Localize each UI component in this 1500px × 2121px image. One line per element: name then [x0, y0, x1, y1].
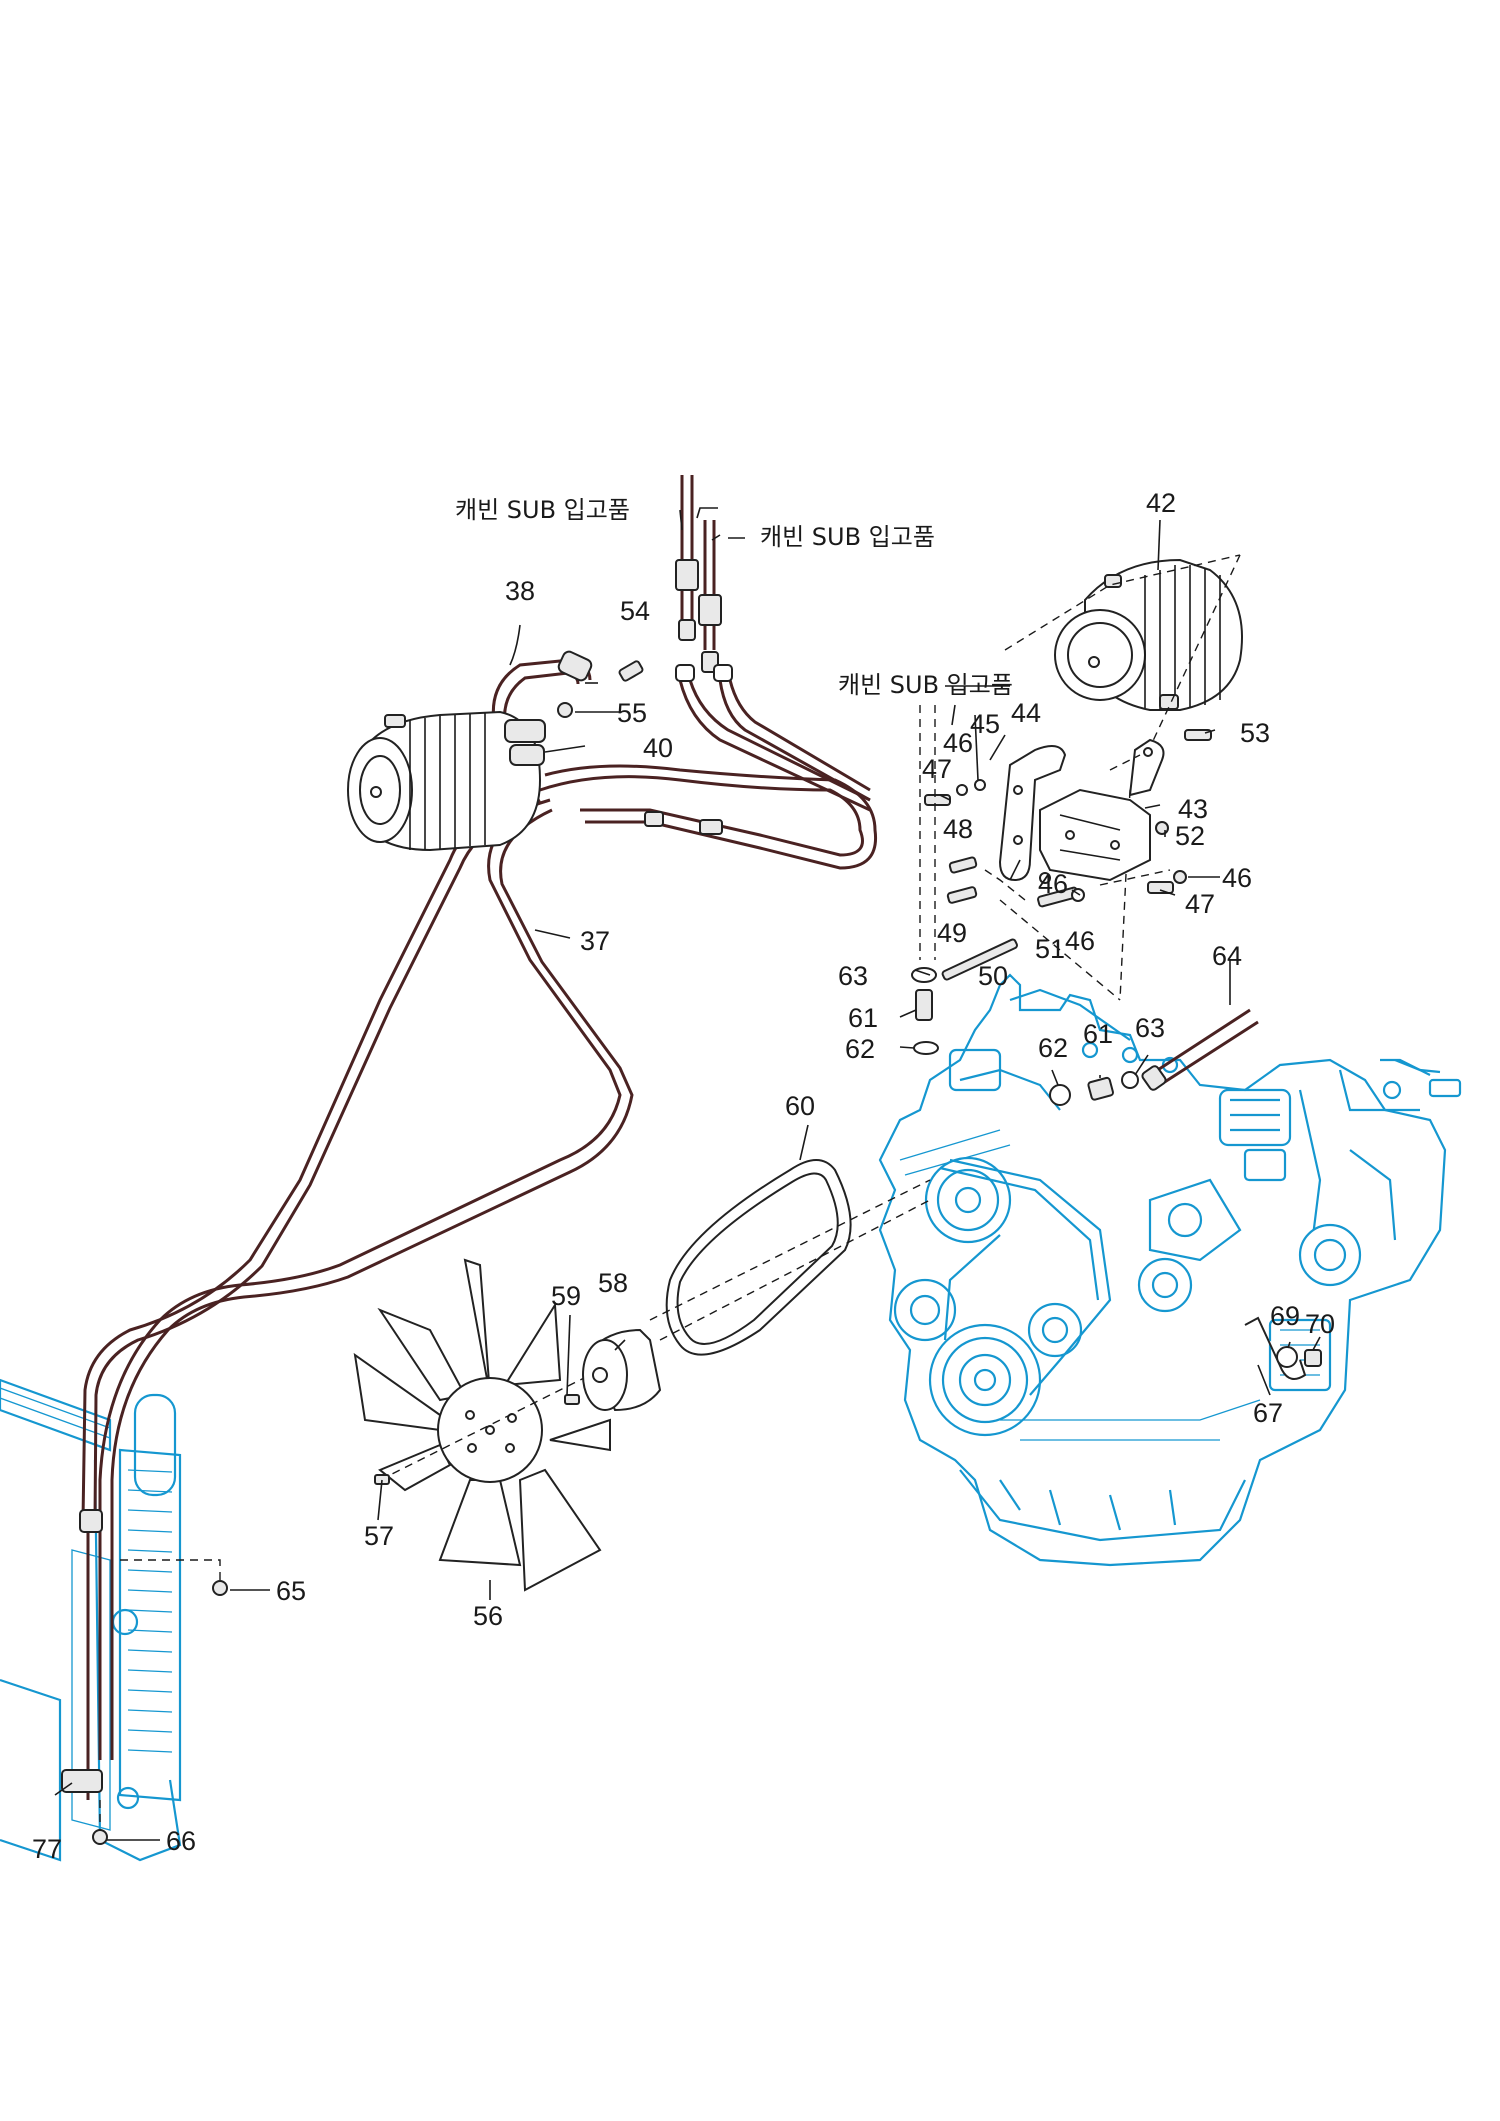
bracket-44 [998, 745, 1067, 882]
belt-60 [649, 1159, 931, 1356]
part-label-69: 69 [1270, 1301, 1300, 1331]
cabin-lines [61, 475, 871, 1800]
part-label-38: 38 [505, 576, 535, 606]
part-label-43: 43 [1178, 794, 1208, 824]
part-label-58: 58 [598, 1268, 628, 1298]
part-label-46-d: 46 [1065, 926, 1095, 956]
part-label-54: 54 [620, 596, 650, 626]
part-label-50: 50 [978, 961, 1008, 991]
part-label-49: 49 [937, 918, 967, 948]
part-label-61-b: 61 [1083, 1019, 1113, 1049]
fan-56 [353, 1258, 621, 1592]
part-label-47-b: 47 [1185, 889, 1215, 919]
part-label-46-b: 46 [1222, 863, 1252, 893]
part-label-51: 51 [1035, 934, 1065, 964]
part-label-57: 57 [364, 1521, 394, 1551]
part-label-62-b: 62 [1038, 1033, 1068, 1063]
part-label-48: 48 [943, 814, 973, 844]
part-label-55: 55 [617, 698, 647, 728]
compressor-installed [347, 710, 546, 852]
part-label-66: 66 [166, 1826, 196, 1856]
part-label-65: 65 [276, 1576, 306, 1606]
part-label-56: 56 [473, 1601, 503, 1631]
callouts: 캐빈 SUB 입고품 캐빈 SUB 입고품 캐빈 SUB 입고품 38 54 5… [32, 488, 1335, 1864]
part-label-40: 40 [643, 733, 673, 763]
part-label-52: 52 [1175, 821, 1205, 851]
part-label-44: 44 [1011, 698, 1041, 728]
part-label-70: 70 [1305, 1309, 1335, 1339]
part-label-77: 77 [32, 1834, 62, 1864]
part-label-64: 64 [1212, 941, 1242, 971]
part-label-37: 37 [580, 926, 610, 956]
hose-40 [539, 764, 878, 870]
cabin-sub-label-3: 캐빈 SUB 입고품 [838, 671, 1013, 699]
cabin-sub-label-1: 캐빈 SUB 입고품 [455, 496, 630, 524]
part-label-59: 59 [551, 1281, 581, 1311]
leader-lines [54, 507, 1321, 1841]
part-label-45: 45 [970, 709, 1000, 739]
condenser-assembly [0, 1378, 182, 1862]
bolts-small [92, 660, 1322, 1845]
part-label-61-a: 61 [848, 1003, 878, 1033]
part-label-63-b: 63 [1135, 1013, 1165, 1043]
bracket-43 [1039, 738, 1171, 886]
part-label-63-a: 63 [838, 961, 868, 991]
part-label-67: 67 [1253, 1398, 1283, 1428]
engine-assembly [878, 973, 1462, 1567]
part-label-62-a: 62 [845, 1034, 875, 1064]
part-label-46-a: 46 [943, 728, 973, 758]
part-label-53: 53 [1240, 718, 1270, 748]
hose-37 [81, 788, 634, 1760]
part-label-47-a: 47 [922, 754, 952, 784]
part-label-42: 42 [1146, 488, 1176, 518]
part-label-60: 60 [785, 1091, 815, 1121]
cabin-sub-label-2: 캐빈 SUB 입고품 [760, 523, 935, 551]
part-label-46-c: 46 [1038, 869, 1068, 899]
fan-spacer-58 [564, 1328, 662, 1412]
